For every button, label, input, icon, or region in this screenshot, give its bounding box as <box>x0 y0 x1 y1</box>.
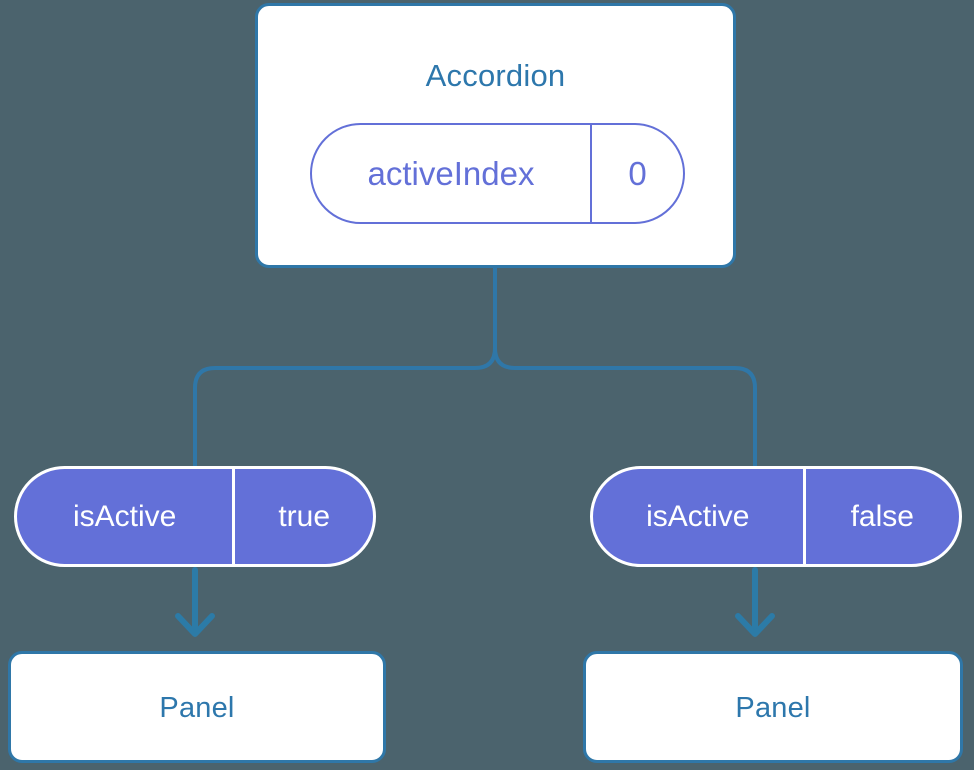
accordion-node-label: Accordion <box>425 58 566 93</box>
panel-node-left-label: Panel <box>159 692 235 724</box>
panel-node-left[interactable]: Panel <box>8 651 386 763</box>
prop-pill-is-active-right-key: isActive <box>646 499 750 533</box>
panel-node-right[interactable]: Panel <box>583 651 963 763</box>
prop-pill-is-active-left-key: isActive <box>72 499 177 533</box>
tree-branch-connector-right <box>493 265 757 470</box>
accordion-node[interactable]: Accordion activeIndex 0 <box>255 3 736 268</box>
prop-pill-is-active-right-value: false <box>802 469 959 564</box>
prop-pill-is-active-right[interactable]: isActive false <box>590 466 962 567</box>
state-pill-active-index-value: 0 <box>589 125 683 222</box>
state-pill-active-index-key: activeIndex <box>367 154 535 192</box>
tree-branch-connector <box>193 265 497 470</box>
state-pill-active-index[interactable]: activeIndex 0 <box>310 123 685 224</box>
arrow-right-to-panel <box>735 567 775 637</box>
panel-node-right-label: Panel <box>735 692 811 724</box>
prop-pill-is-active-left[interactable]: isActive true <box>14 466 376 567</box>
prop-pill-is-active-left-value: true <box>232 469 373 564</box>
arrow-left-to-panel <box>175 567 215 637</box>
